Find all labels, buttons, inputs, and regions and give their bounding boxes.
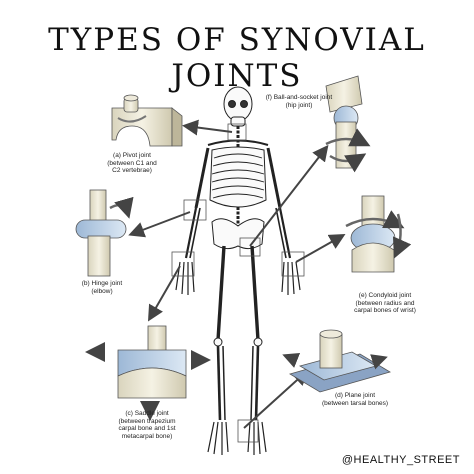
saddle-joint-model [85,325,211,421]
box-foot [237,419,259,443]
box-right-wrist [281,251,305,277]
caption-line: carpal bones of wrist) [354,307,416,315]
arrow-plane [243,369,309,429]
caption-line: (hip joint) [285,101,313,109]
box-left-wrist [171,251,195,277]
box-elbow [183,199,207,221]
box-hip [239,237,261,257]
pivot-joint-model [111,94,183,147]
caption-line: (elbow) [91,287,113,295]
caption-line: (between radius and [355,299,415,307]
caption-saddle-joint: (c) Saddle joint (between trapezium carp… [112,410,182,440]
author-handle: @HEALTHY_STREET [341,454,460,466]
caption-pivot-joint: (a) Pivot joint (between C1 and C2 verte… [100,152,164,175]
caption-line: (f) Ball-and-socket joint [265,94,333,101]
caption-line: (between trapezium [118,417,176,425]
caption-ball-and-socket-joint: (f) Ball-and-socket joint (hip joint) [264,94,334,109]
caption-line: (b) Hinge joint [81,280,123,287]
caption-line: (d) Plane joint [334,392,376,399]
caption-hinge-joint: (b) Hinge joint (elbow) [72,280,132,295]
arrow-condyloid [295,234,346,263]
ball-and-socket-joint-model [325,75,371,173]
caption-line: (between tarsal bones) [321,399,389,407]
arrow-pivot [182,119,233,136]
caption-line: (c) Saddle joint [125,410,169,417]
arrow-saddle [148,265,181,322]
caption-line: C2 vertebrae) [112,167,152,175]
skeleton [175,86,301,455]
hinge-joint-model [75,189,134,277]
page-title: TYPES OF SYNOVIAL JOINTS [48,22,426,94]
caption-line: (between C1 and [107,159,157,167]
arrow-ball-socket [249,144,329,247]
arrow-hinge [128,211,191,238]
caption-line: (e) Condyloid joint [358,292,412,299]
arrows [128,119,346,429]
caption-line: metacarpal bone) [121,432,173,440]
caption-plane-joint: (d) Plane joint (between tarsal bones) [310,392,400,407]
condyloid-joint-model [345,195,412,273]
caption-line: (a) Pivot joint [113,152,151,159]
plane-joint-model [282,329,391,393]
caption-condyloid-joint: (e) Condyloid joint (between radius and … [340,292,430,315]
caption-line: carpal bone and 1st [118,425,176,433]
